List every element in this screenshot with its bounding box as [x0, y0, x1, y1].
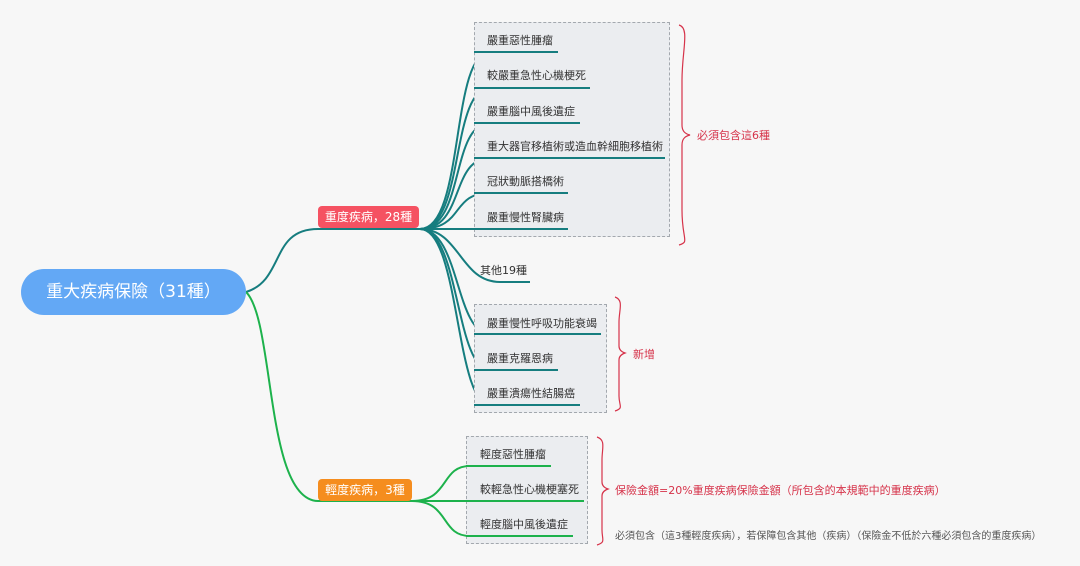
leaf-new-3[interactable]: 嚴重潰瘍性結腸癌 [487, 387, 575, 400]
leaf-required-2[interactable]: 較嚴重急性心機梗死 [487, 69, 586, 82]
brace-new [614, 296, 627, 412]
leaf-other[interactable]: 其他19種 [480, 264, 527, 277]
leaf-new-1[interactable]: 嚴重慢性呼吸功能衰竭 [487, 317, 597, 330]
brace-required [678, 24, 691, 246]
leaf-minor-1[interactable]: 輕度惡性腫瘤 [480, 448, 546, 461]
minor-disease-branch[interactable]: 輕度疾病，3種 [318, 479, 412, 501]
new-group-box [474, 304, 607, 413]
connector-root-major [245, 228, 420, 293]
root-node[interactable]: 重大疾病保險（31種） [21, 269, 246, 315]
major-disease-branch[interactable]: 重度疾病，28種 [318, 206, 419, 228]
leaf-minor-2[interactable]: 較輕急性心機梗塞死 [480, 483, 579, 496]
leaf-required-3[interactable]: 嚴重腦中風後遺症 [487, 105, 575, 118]
note-minor-amount: 保險金額=20%重度疾病保險金額（所包含的本規範中的重度疾病） [615, 484, 946, 497]
note-required: 必須包含這6種 [697, 129, 770, 142]
leaf-required-4[interactable]: 重大器官移植術或造血幹細胞移植術 [487, 140, 663, 153]
required-group-box [474, 22, 670, 237]
note-minor-requirement: 必須包含（這3種輕度疾病），若保障包含其他（疾病）（保險金不低於六種必須包含的重… [615, 531, 1042, 542]
leaf-required-6[interactable]: 嚴重慢性腎臟病 [487, 211, 564, 224]
connector-root-minor [245, 291, 412, 502]
brace-minor [596, 436, 610, 546]
minor-group-box [466, 436, 588, 544]
note-new: 新增 [633, 348, 655, 361]
leaf-required-5[interactable]: 冠狀動脈搭橋術 [487, 175, 564, 188]
leaf-minor-3[interactable]: 輕度腦中風後遺症 [480, 518, 568, 531]
leaf-required-1[interactable]: 嚴重惡性腫瘤 [487, 34, 553, 47]
leaf-new-2[interactable]: 嚴重克羅恩病 [487, 352, 553, 365]
